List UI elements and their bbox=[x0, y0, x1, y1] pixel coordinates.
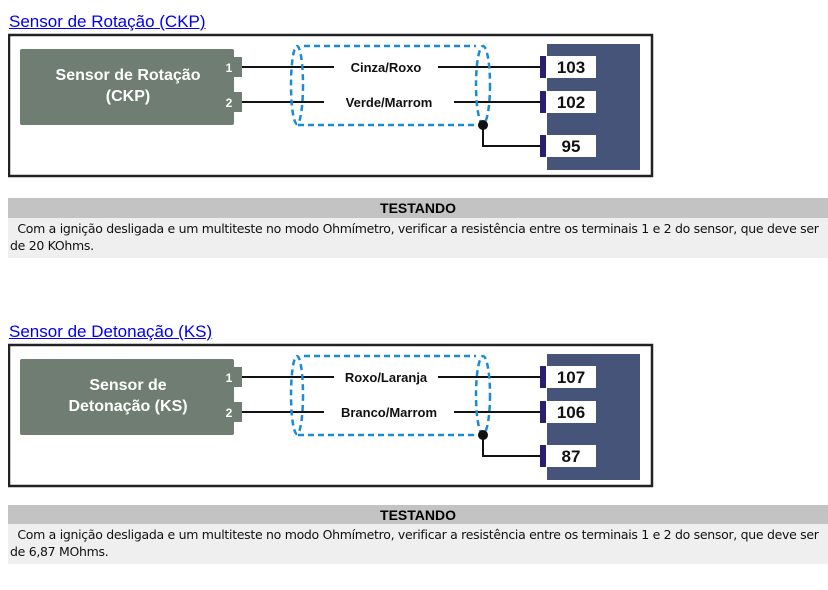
sensor-box bbox=[20, 49, 234, 125]
terminal-label: 95 bbox=[562, 137, 581, 156]
terminal-1: 107 bbox=[540, 366, 596, 388]
wiring-diagram: Sensor de Rotação (CKP) 1 2 103 102 95 bbox=[8, 33, 654, 178]
terminal-label: 107 bbox=[557, 368, 585, 387]
test-description: Com a ignição desligada e um multiteste … bbox=[8, 218, 828, 258]
sensor-label-line2: Detonação (KS) bbox=[68, 398, 187, 415]
wire-label-2: Branco/Marrom bbox=[341, 405, 437, 420]
test-header: TESTANDO bbox=[8, 505, 828, 525]
pin-tab-1 bbox=[232, 367, 242, 387]
ground-wire bbox=[482, 435, 540, 457]
pin-label-2: 2 bbox=[226, 406, 233, 420]
terminal-label: 106 bbox=[557, 403, 585, 422]
pin-tab-1 bbox=[232, 57, 242, 77]
test-header: TESTANDO bbox=[8, 198, 828, 218]
test-description: Com a ignição desligada e um multiteste … bbox=[8, 524, 828, 564]
section-title-link[interactable]: Sensor de Detonação (KS) bbox=[9, 322, 213, 341]
pin-label-1: 1 bbox=[226, 371, 233, 385]
section-title-link[interactable]: Sensor de Rotação (CKP) bbox=[9, 12, 206, 31]
terminal-2: 102 bbox=[540, 91, 596, 113]
wire-label-2: Verde/Marrom bbox=[346, 95, 433, 110]
ground-wire bbox=[482, 125, 540, 147]
junction-dot bbox=[478, 430, 488, 440]
pin-tab-2 bbox=[232, 92, 242, 112]
wire-label-1: Roxo/Laranja bbox=[345, 370, 428, 385]
terminal-label: 102 bbox=[557, 93, 585, 112]
junction-dot bbox=[478, 120, 488, 130]
terminal-3: 95 bbox=[540, 135, 596, 157]
terminal-2: 106 bbox=[540, 401, 596, 423]
pin-label-1: 1 bbox=[226, 61, 233, 75]
sensor-label-line2: (CKP) bbox=[106, 88, 150, 105]
wire-label-1: Cinza/Roxo bbox=[351, 60, 422, 75]
pin-label-2: 2 bbox=[226, 96, 233, 110]
wiring-diagram: Sensor de Detonação (KS) 1 2 107 106 87 bbox=[8, 343, 654, 488]
sensor-box bbox=[20, 359, 234, 435]
terminal-1: 103 bbox=[540, 56, 596, 78]
terminal-label: 103 bbox=[557, 58, 585, 77]
sensor-label-line1: Sensor de bbox=[89, 377, 166, 394]
terminal-label: 87 bbox=[562, 447, 581, 466]
sensor-label-line1: Sensor de Rotação bbox=[56, 67, 201, 84]
pin-tab-2 bbox=[232, 402, 242, 422]
terminal-3: 87 bbox=[540, 445, 596, 467]
